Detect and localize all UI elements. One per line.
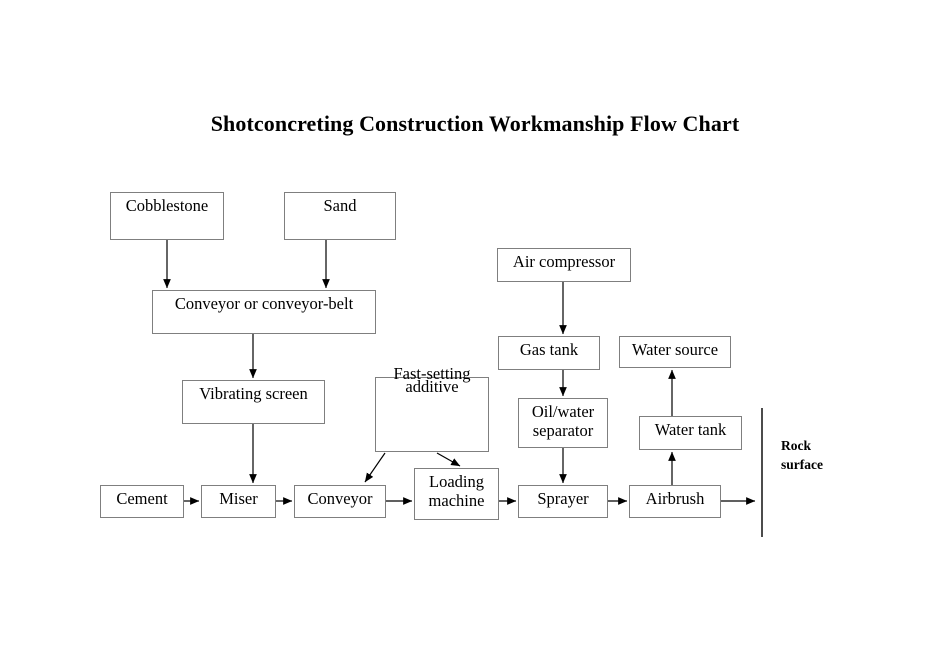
node-label: Vibrating screen (199, 384, 308, 403)
node-oil-water-separator[interactable]: Oil/water separator (518, 398, 608, 448)
node-fast-setting-additive[interactable]: Fast-setting additive (375, 365, 489, 452)
node-sprayer[interactable]: Sprayer (518, 485, 608, 518)
node-conveyor[interactable]: Conveyor (294, 485, 386, 518)
page-title: Shotconcreting Construction Workmanship … (210, 111, 740, 136)
node-label: Sprayer (537, 489, 589, 508)
node-water-source[interactable]: Water source (619, 336, 731, 368)
node-cement[interactable]: Cement (100, 485, 184, 518)
node-label: Water source (631, 340, 719, 359)
node-miser[interactable]: Miser (201, 485, 276, 518)
node-label: Conveyor or conveyor-belt (174, 294, 354, 313)
node-conveyor-or-conveyor-belt[interactable]: Conveyor or conveyor-belt (152, 290, 376, 334)
node-label: Air compressor (512, 252, 616, 271)
node-cobblestone[interactable]: Cobblestone (110, 192, 224, 240)
node-sand[interactable]: Sand (284, 192, 396, 240)
node-label: Cement (116, 489, 168, 508)
node-gas-tank[interactable]: Gas tank (498, 336, 600, 370)
node-label: Conveyor (307, 489, 373, 508)
node-loading-machine[interactable]: Loading machine (414, 468, 499, 520)
node-label: Fast-setting additive (393, 364, 471, 396)
node-label: Airbrush (645, 489, 705, 508)
node-label: Cobblestone (125, 196, 209, 215)
node-label: Gas tank (519, 340, 579, 359)
node-air-compressor[interactable]: Air compressor (497, 248, 631, 282)
node-airbrush[interactable]: Airbrush (629, 485, 721, 518)
node-label: Oil/water separator (531, 402, 595, 441)
edge-fastsetting-to-loading (436, 452, 461, 467)
node-label: Sand (323, 196, 357, 215)
node-water-tank[interactable]: Water tank (639, 416, 742, 450)
rock-surface-label: Rock surface (781, 438, 823, 472)
edge-fastsetting-to-conveyor (364, 452, 386, 483)
node-vibrating-screen[interactable]: Vibrating screen (182, 380, 325, 424)
node-label: Water tank (654, 420, 727, 439)
node-label: Loading machine (428, 472, 485, 511)
node-label: Miser (219, 489, 258, 508)
